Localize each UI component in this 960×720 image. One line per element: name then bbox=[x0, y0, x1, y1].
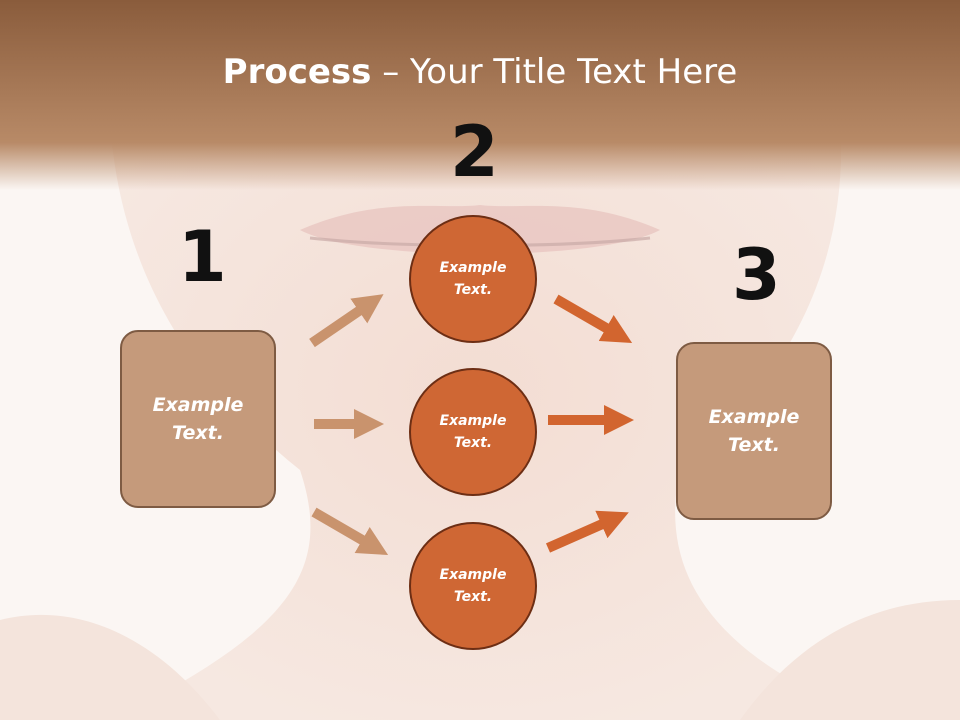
title-rest: Your Title Text Here bbox=[410, 52, 738, 92]
circle-bottom-text: Example Text. bbox=[439, 566, 507, 605]
circle-bottom[interactable]: Example Text. bbox=[409, 522, 537, 650]
title-bold: Process bbox=[222, 52, 372, 92]
left-box[interactable]: Example Text. bbox=[120, 330, 276, 508]
arrow-right-top bbox=[553, 294, 633, 344]
left-box-text: Example Text. bbox=[152, 393, 244, 445]
step-number-2: 2 bbox=[450, 111, 499, 193]
circle-top-text: Example Text. bbox=[439, 259, 507, 298]
right-box-text: Example Text. bbox=[708, 405, 800, 457]
arrow-left-bottom bbox=[311, 507, 389, 556]
arrow-left-top bbox=[309, 294, 384, 348]
step-number-1: 1 bbox=[178, 216, 227, 298]
title-dash: – bbox=[371, 52, 411, 92]
arrow-right-bottom bbox=[545, 510, 629, 553]
circle-top[interactable]: Example Text. bbox=[409, 215, 537, 343]
step-number-3: 3 bbox=[732, 234, 781, 316]
circle-middle-text: Example Text. bbox=[439, 412, 507, 451]
right-box[interactable]: Example Text. bbox=[676, 342, 832, 520]
circle-middle[interactable]: Example Text. bbox=[409, 368, 537, 496]
slide-title: Process – Your Title Text Here bbox=[0, 52, 960, 92]
